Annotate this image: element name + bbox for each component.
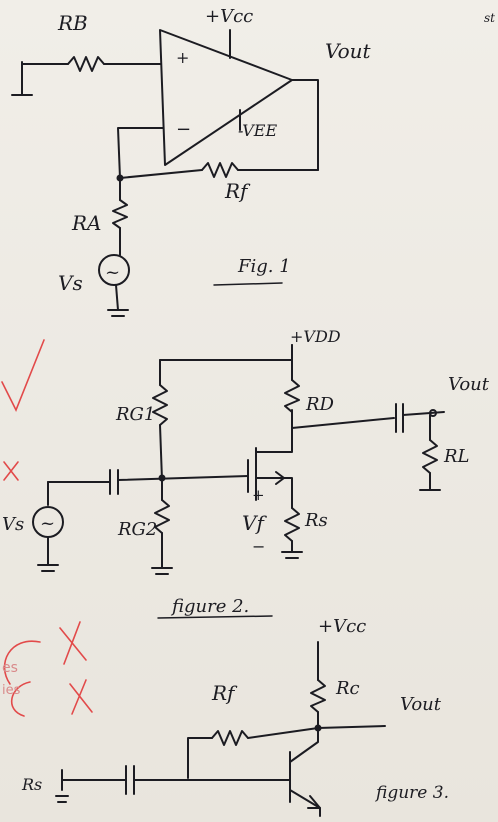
red-cross-mark bbox=[3, 461, 19, 481]
resistor-rg2 bbox=[154, 499, 170, 534]
caption-underline bbox=[157, 615, 273, 619]
label-vout-2: Vout bbox=[448, 374, 490, 395]
resistor-rf bbox=[201, 162, 239, 178]
resistor-rs bbox=[284, 507, 300, 542]
wire bbox=[117, 475, 249, 481]
figure-3-caption: figure 3. bbox=[374, 783, 449, 803]
resistor-rd bbox=[284, 379, 300, 413]
figure-1-caption: Fig. 1 bbox=[237, 256, 291, 277]
wire bbox=[55, 769, 69, 803]
resistor-rf-3 bbox=[211, 730, 249, 746]
bjt-emitter bbox=[289, 789, 321, 809]
ac-source-circle bbox=[98, 254, 130, 286]
caption-underline bbox=[213, 282, 283, 286]
wire bbox=[419, 472, 441, 491]
label-rc: Rc bbox=[335, 678, 360, 699]
capacitor-input-3 bbox=[125, 765, 135, 795]
red-check-mark bbox=[1, 339, 45, 412]
label-vcc: +Vcc bbox=[205, 6, 253, 27]
label-rf: Rf bbox=[224, 179, 251, 203]
vdd-rail bbox=[159, 344, 293, 361]
red-margin-marks: es ies st bbox=[1, 11, 495, 717]
wire bbox=[37, 536, 59, 572]
figure-1: RB +Vcc Vout + − -VEE Rf RA ~ Vs Fig. 1 bbox=[11, 6, 372, 317]
wire bbox=[281, 540, 303, 559]
label-vf-plus: + bbox=[252, 486, 265, 504]
margin-text-es: es bbox=[2, 660, 18, 676]
label-vout-3: Vout bbox=[400, 694, 442, 715]
corner-text: st bbox=[484, 11, 495, 25]
red-cross-mark bbox=[69, 679, 93, 715]
label-rg1: RG1 bbox=[115, 404, 155, 425]
label-vout: Vout bbox=[325, 39, 372, 63]
label-vs: Vs bbox=[58, 271, 83, 295]
label-vdd: +VDD bbox=[290, 327, 341, 346]
label-rg2: RG2 bbox=[117, 519, 157, 540]
wire bbox=[187, 737, 213, 779]
figure-3: +Vcc Rf Rc Vout Rs figure 3. bbox=[21, 616, 449, 817]
red-circle-scribble bbox=[10, 681, 31, 717]
wire bbox=[402, 411, 445, 416]
label-rl: RL bbox=[443, 446, 470, 467]
label-vee: -VEE bbox=[238, 121, 277, 140]
red-cross-mark bbox=[59, 621, 87, 665]
wire bbox=[117, 127, 203, 179]
capacitor-input bbox=[109, 469, 119, 495]
source-arrow bbox=[275, 471, 285, 485]
label-vcc-3: +Vcc bbox=[318, 616, 366, 637]
capacitor-output bbox=[395, 403, 404, 433]
label-source-1: ~ bbox=[105, 262, 120, 283]
label-minus: − bbox=[176, 119, 191, 140]
resistor-ra bbox=[112, 199, 128, 229]
ground-symbol bbox=[11, 61, 33, 96]
resistor-rc bbox=[310, 679, 326, 713]
red-circle-scribble bbox=[3, 640, 41, 685]
wire bbox=[255, 409, 293, 453]
wire bbox=[247, 727, 319, 739]
output-node bbox=[429, 409, 437, 417]
label-rf-3: Rf bbox=[211, 681, 238, 705]
label-source-2: ~ bbox=[40, 513, 55, 534]
label-rd: RD bbox=[305, 394, 335, 415]
resistor-rg1 bbox=[152, 384, 168, 426]
output-wire bbox=[291, 79, 319, 171]
op-amp-symbol bbox=[159, 29, 293, 166]
resistor-rb bbox=[67, 56, 105, 72]
label-rs: Rs bbox=[304, 510, 328, 531]
figure-2-caption: figure 2. bbox=[170, 596, 249, 617]
output-wire bbox=[317, 725, 386, 729]
wire bbox=[107, 284, 129, 317]
wire bbox=[255, 477, 293, 501]
wire bbox=[289, 727, 319, 763]
wire bbox=[151, 532, 173, 575]
margin-text-ies: ies bbox=[2, 683, 21, 698]
figure-2: +VDD RG1 RD Vout RL RG2 + Vf − Rs Vs ~ f… bbox=[2, 327, 490, 619]
label-vf-minus: − bbox=[252, 537, 265, 556]
label-rs-3: Rs bbox=[21, 775, 42, 794]
wire bbox=[159, 424, 163, 481]
resistor-rl bbox=[422, 439, 438, 474]
label-rb: RB bbox=[57, 11, 88, 35]
label-plus: + bbox=[176, 48, 189, 67]
label-vf: Vf bbox=[242, 511, 267, 535]
wire bbox=[291, 417, 395, 429]
label-ra: RA bbox=[71, 211, 102, 235]
label-vs-2: Vs bbox=[2, 514, 24, 535]
